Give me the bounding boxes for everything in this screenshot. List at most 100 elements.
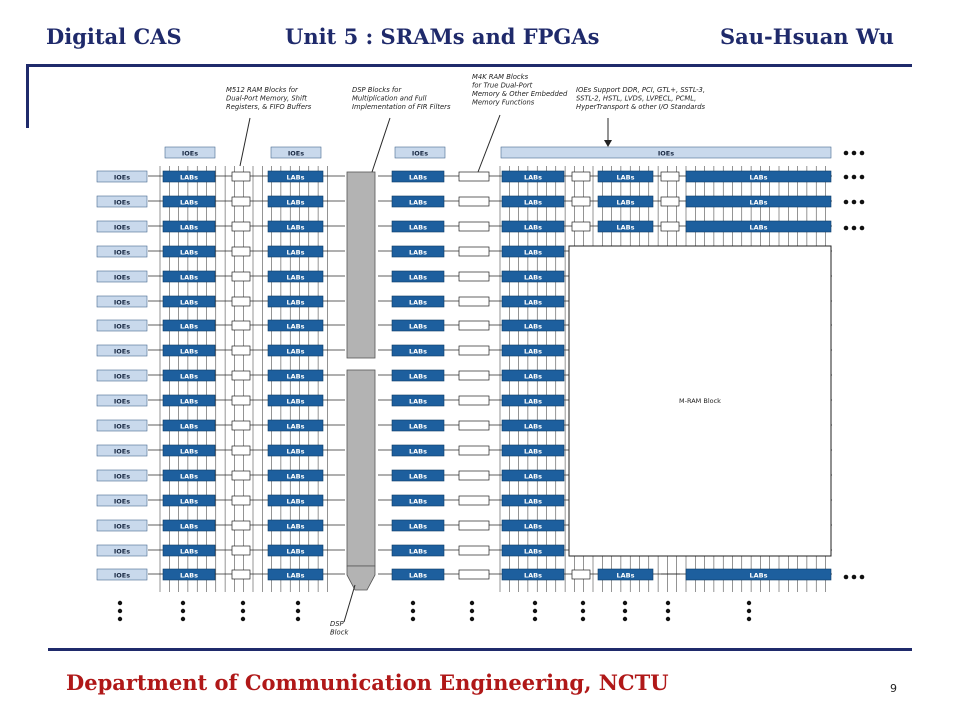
continuation-dot-bottom-5-1 bbox=[532, 608, 538, 614]
lab-col2-2 bbox=[267, 220, 324, 233]
continuation-dot-right-3-1 bbox=[851, 225, 857, 231]
callout-dsp-line-1: Multiplication and Full bbox=[352, 95, 427, 103]
lab-col1-14-label: LABs bbox=[180, 522, 198, 530]
dsp-block-arrow bbox=[346, 565, 376, 591]
lab-col1-9-label: LABs bbox=[180, 397, 198, 405]
lab-col3-15-label: LABs bbox=[409, 547, 427, 555]
header-unit-title: Unit 5 : SRAMs and FPGAs bbox=[285, 24, 600, 49]
callout-dsp-line-0: DSP Blocks for bbox=[352, 86, 402, 94]
lab-col1-1 bbox=[162, 195, 216, 208]
lab-col1-16-label: LABs bbox=[180, 571, 198, 579]
callout-m4k-line-2: Memory & Other Embedded bbox=[472, 90, 568, 98]
lab-col1-15-label: LABs bbox=[180, 547, 198, 555]
left-ioe-10-label: IOEs bbox=[114, 422, 130, 430]
lab-col3-1 bbox=[391, 195, 445, 208]
lab-col4-15 bbox=[501, 544, 565, 557]
lab-col3-16-label: LABs bbox=[409, 571, 427, 579]
continuation-dot-bottom-3-2 bbox=[410, 616, 416, 622]
continuation-dot-bottom-6-2 bbox=[580, 616, 586, 622]
left-ioe-5-label: IOEs bbox=[114, 298, 130, 306]
lab-col1-2 bbox=[162, 220, 216, 233]
continuation-dot-bottom-2-0 bbox=[295, 600, 301, 606]
lab-col3-6 bbox=[391, 319, 445, 332]
lab-col3-6-label: LABs bbox=[409, 322, 427, 330]
dsp-block-top bbox=[346, 171, 376, 359]
lab-col4-14-label: LABs bbox=[524, 522, 542, 530]
m512-block-a-15 bbox=[231, 545, 251, 556]
lab-col2-16-label: LABs bbox=[287, 571, 305, 579]
lab-col3-8 bbox=[391, 369, 445, 382]
continuation-dot-bottom-8-2 bbox=[665, 616, 671, 622]
lab-col2-11-label: LABs bbox=[287, 447, 305, 455]
callout-ioe-standards-line-0: IOEs Support DDR, PCI, GTL+, SSTL-3, bbox=[576, 86, 705, 94]
callout-m4k-line-0: M4K RAM Blocks bbox=[472, 73, 529, 81]
lab-col1-0 bbox=[162, 170, 216, 183]
lab-col2-7 bbox=[267, 344, 324, 357]
m512-block-a-12 bbox=[231, 470, 251, 481]
m512-block-a-5 bbox=[231, 296, 251, 307]
left-ioe-14 bbox=[96, 519, 148, 532]
lab-col1-13 bbox=[162, 494, 216, 507]
lab-col2-3 bbox=[267, 245, 324, 258]
m512-block-a-9 bbox=[231, 395, 251, 406]
m512-block-a-14 bbox=[231, 520, 251, 531]
left-ioe-4 bbox=[96, 270, 148, 283]
m4k-block-14 bbox=[458, 520, 490, 531]
lab-col1-2-label: LABs bbox=[180, 223, 198, 231]
continuation-dot-bottom-0-0 bbox=[180, 600, 186, 606]
lab-col2-13-label: LABs bbox=[287, 497, 305, 505]
lab-col1-11-label: LABs bbox=[180, 447, 198, 455]
lab-col2-10-label: LABs bbox=[287, 422, 305, 430]
left-ioe-5 bbox=[96, 295, 148, 308]
lab-col3-9-label: LABs bbox=[409, 397, 427, 405]
left-ioe-16 bbox=[96, 568, 148, 581]
top-ioe-3-label: IOEs bbox=[412, 149, 428, 157]
left-ioe-0 bbox=[96, 170, 148, 183]
lab-col3-9 bbox=[391, 394, 445, 407]
lab-col1-4 bbox=[162, 270, 216, 283]
lab-col3-4 bbox=[391, 270, 445, 283]
continuation-dot-bottom-1-0 bbox=[240, 600, 246, 606]
lab-col3-14 bbox=[391, 519, 445, 532]
lab-col4-1-label: LABs bbox=[524, 198, 542, 206]
left-ioe-3-label: IOEs bbox=[114, 248, 130, 256]
lab-col4-13 bbox=[501, 494, 565, 507]
left-ioe-8 bbox=[96, 369, 148, 382]
lab-col2-0-label: LABs bbox=[287, 173, 305, 181]
callout-dsp-block-line-1: Block bbox=[330, 629, 349, 637]
left-ioe-9-label: IOEs bbox=[114, 397, 130, 405]
left-ioe-10 bbox=[96, 419, 148, 432]
lab-col2-4-label: LABs bbox=[287, 273, 305, 281]
lab-col5-1-label: LABs bbox=[617, 198, 635, 206]
lab-col2-5-label: LABs bbox=[287, 298, 305, 306]
lab-col3-8-label: LABs bbox=[409, 372, 427, 380]
left-ioe-1 bbox=[96, 195, 148, 208]
lab-col4-3 bbox=[501, 245, 565, 258]
leader-dsp bbox=[371, 117, 391, 173]
lab-col4-12-label: LABs bbox=[524, 472, 542, 480]
left-ioe-2-label: IOEs bbox=[114, 223, 130, 231]
m512-block-a-10 bbox=[231, 420, 251, 431]
lab-col2-13 bbox=[267, 494, 324, 507]
m4k-block-7 bbox=[458, 345, 490, 356]
continuation-dot-bottom-6-0 bbox=[580, 600, 586, 606]
lab-col1-16 bbox=[162, 568, 216, 581]
continuation-dot-right-2-0 bbox=[843, 199, 849, 205]
lab-col5-1 bbox=[597, 195, 654, 208]
lab-col4-4 bbox=[501, 270, 565, 283]
continuation-dot-bottom-9-2 bbox=[746, 616, 752, 622]
lab-col4-13-label: LABs bbox=[524, 497, 542, 505]
lab-col4-8-label: LABs bbox=[524, 372, 542, 380]
top-rule bbox=[26, 64, 912, 67]
lab-col4-16-label: LABs bbox=[524, 571, 542, 579]
continuation-dot-right-1-1 bbox=[851, 174, 857, 180]
left-ioe-12-label: IOEs bbox=[114, 472, 130, 480]
continuation-dot-bottom-8-0 bbox=[665, 600, 671, 606]
lab-col4-0 bbox=[501, 170, 565, 183]
m4k-block-4 bbox=[458, 271, 490, 282]
lab-col1-5 bbox=[162, 295, 216, 308]
lab-col2-4 bbox=[267, 270, 324, 283]
lab-col2-14-label: LABs bbox=[287, 522, 305, 530]
m512-block-a-0 bbox=[231, 171, 251, 182]
